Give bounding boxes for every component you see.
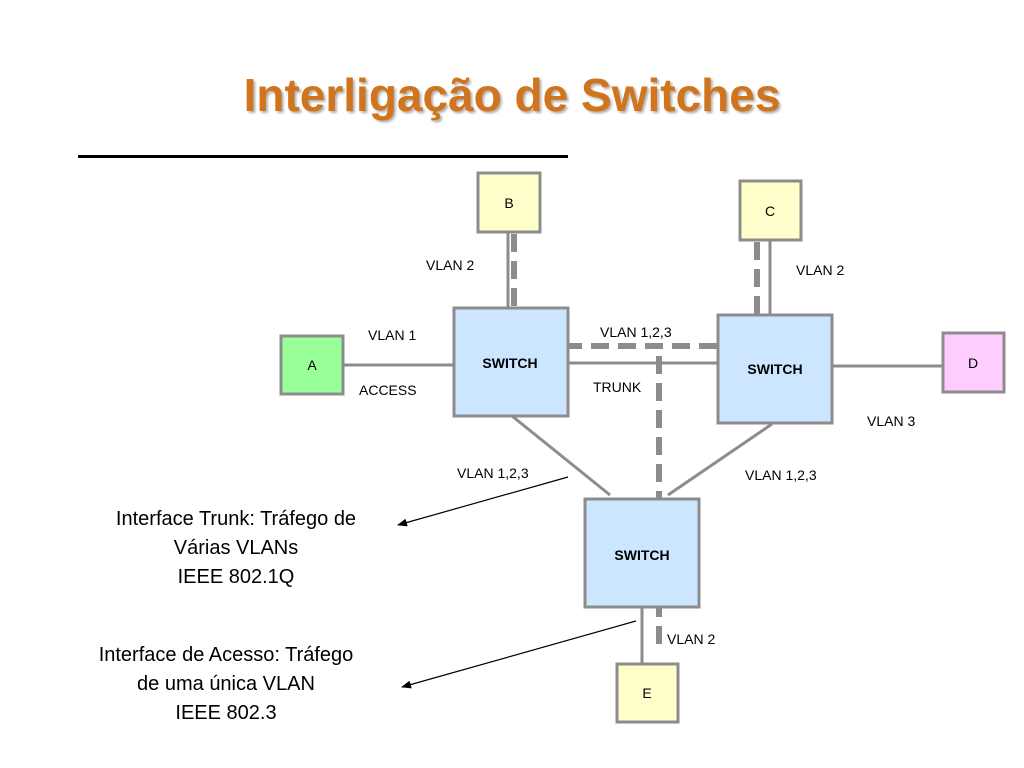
trunk-note-line-2: Várias VLANs — [173, 537, 299, 559]
title-underline — [78, 155, 568, 158]
trunk-note-arrow — [397, 476, 569, 527]
label-b-vlan: VLAN 2 — [426, 257, 474, 273]
switch-right-label: SWITCH — [747, 361, 802, 377]
host-b: B — [476, 171, 542, 234]
access-note-arrow — [401, 620, 637, 689]
label-trunk-vlans: VLAN 1,2,3 — [600, 324, 672, 340]
host-b-label: B — [504, 195, 513, 211]
link-switch-left-switch-bottom — [511, 414, 611, 497]
switch-left: SWITCH — [452, 306, 570, 418]
switch-bottom: SWITCH — [583, 497, 701, 609]
label-a-vlan: VLAN 1 — [368, 327, 416, 343]
label-e-vlan: VLAN 2 — [667, 631, 715, 647]
label-a-mode: ACCESS — [359, 382, 417, 398]
host-a: A — [279, 334, 345, 396]
trunk-note-line-3: IEEE 802.1Q — [177, 566, 295, 588]
label-c-vlan: VLAN 2 — [796, 262, 844, 278]
switch-right: SWITCH — [716, 313, 834, 425]
host-a-label: A — [307, 357, 317, 373]
slide-title: Interligação de Switches — [243, 69, 781, 121]
host-c: C — [738, 179, 803, 242]
access-note-line-2: de uma única VLAN — [137, 673, 315, 695]
switch-left-label: SWITCH — [482, 355, 537, 371]
host-d-label: D — [968, 355, 978, 371]
link-switch-right-switch-bottom — [667, 422, 773, 497]
label-right-bottom-vlans: VLAN 1,2,3 — [745, 467, 817, 483]
switch-bottom-label: SWITCH — [614, 547, 669, 563]
trunk-interface-note: Interface Trunk: Tráfego de Várias VLANs… — [66, 505, 406, 592]
label-left-bottom-vlans: VLAN 1,2,3 — [457, 465, 529, 481]
access-note-line-3: IEEE 802.3 — [175, 702, 277, 724]
host-d: D — [941, 331, 1006, 394]
label-trunk-mode: TRUNK — [593, 379, 642, 395]
trunk-note-line-1: Interface Trunk: Tráfego de — [115, 508, 357, 530]
host-e-label: E — [642, 685, 651, 701]
access-note-line-1: Interface de Acesso: Tráfego — [98, 644, 354, 666]
host-e: E — [615, 662, 680, 724]
host-c-label: C — [765, 203, 775, 219]
label-d-vlan: VLAN 3 — [867, 413, 915, 429]
access-interface-note: Interface de Acesso: Tráfego de uma únic… — [56, 641, 396, 728]
